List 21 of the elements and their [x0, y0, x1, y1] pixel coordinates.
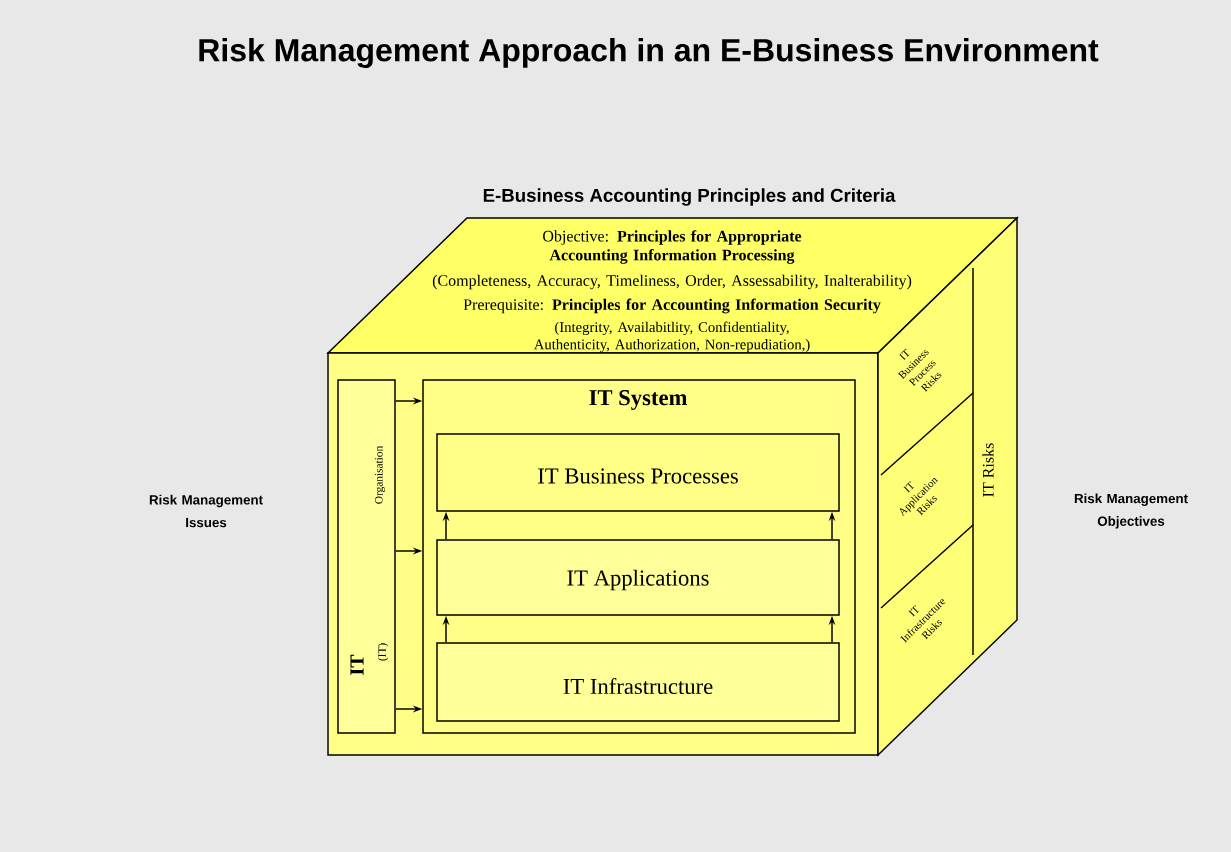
- box-text: IT: [350, 654, 364, 675]
- box-text: IT Infrastructure: [563, 677, 713, 695]
- box-text: Organisation: [375, 446, 385, 504]
- risk-band: [880, 348, 974, 476]
- side-label: Risk Management Objectives: [1074, 493, 1188, 529]
- layer-box: [436, 433, 840, 512]
- box-text: IT Applications: [567, 569, 709, 591]
- box-text: Objective: Principles for Appropriate Accounting Information Processing: [543, 230, 802, 264]
- layer-box: [436, 642, 840, 722]
- box-text: IT System: [589, 390, 688, 410]
- side-label: Risk Management Issues: [149, 494, 263, 528]
- box-text: (Completeness, Accuracy, Timeliness, Order, Assessability, Inalterability): [432, 274, 912, 290]
- title: Risk Management Approach in an E-Business Environment: [199, 38, 1099, 68]
- box-text: IT Business Processes: [538, 468, 738, 484]
- layer-box: [436, 539, 840, 616]
- organisation-column: [337, 379, 396, 734]
- box-text: Prerequisite: Principles for Accounting Information Security: [463, 298, 881, 314]
- box-text: (Integrity, Availabitlity, Confidentiality, Authenticity, Authorization, Non-repudiation,): [533, 321, 810, 353]
- box-text: IT Risks: [982, 443, 994, 497]
- heading: E-Business Accounting Principles and Criteria: [483, 188, 896, 206]
- box-text: (IT): [377, 643, 389, 661]
